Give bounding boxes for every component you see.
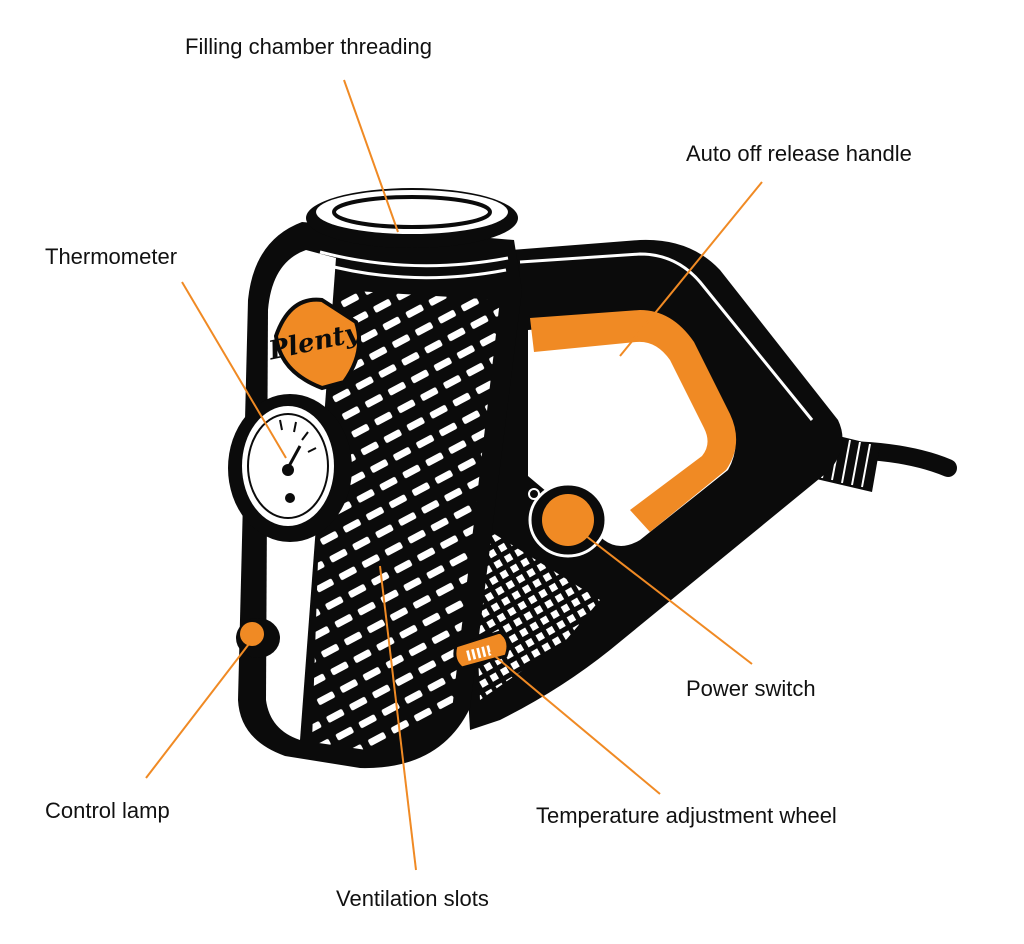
brand-logo: Plenty <box>265 297 364 391</box>
gauge-ticks <box>279 419 317 453</box>
leader-ventilation <box>379 565 417 871</box>
power-switch <box>528 482 608 558</box>
gauge-needle <box>286 445 302 469</box>
leader-control-lamp <box>145 639 253 779</box>
temperature-wheel: IIIII <box>453 630 510 670</box>
leader-thermometer <box>181 281 287 459</box>
ventilation-slots-grill <box>312 290 500 752</box>
leader-power-switch <box>585 535 753 665</box>
thermometer-gauge <box>228 394 352 542</box>
leader-temperature-wheel <box>489 651 661 795</box>
label-control-lamp: Control lamp <box>45 798 170 823</box>
leader-auto-off <box>619 181 763 357</box>
label-temperature-adjustment-wheel: Temperature adjustment wheel <box>536 803 837 828</box>
label-power-switch: Power switch <box>686 676 816 701</box>
label-thermometer: Thermometer <box>45 244 178 269</box>
label-auto-off-release-handle: Auto off release handle <box>686 141 912 166</box>
leader-filling-chamber <box>343 79 399 233</box>
wheel-text: IIIII <box>464 643 493 665</box>
label-filling-chamber-threading: Filling chamber threading <box>185 34 433 59</box>
label-ventilation-slots: Ventilation slots <box>336 886 489 911</box>
threading-lines <box>319 250 509 280</box>
leader-lines <box>145 79 763 871</box>
release-handle-strip <box>530 310 737 532</box>
